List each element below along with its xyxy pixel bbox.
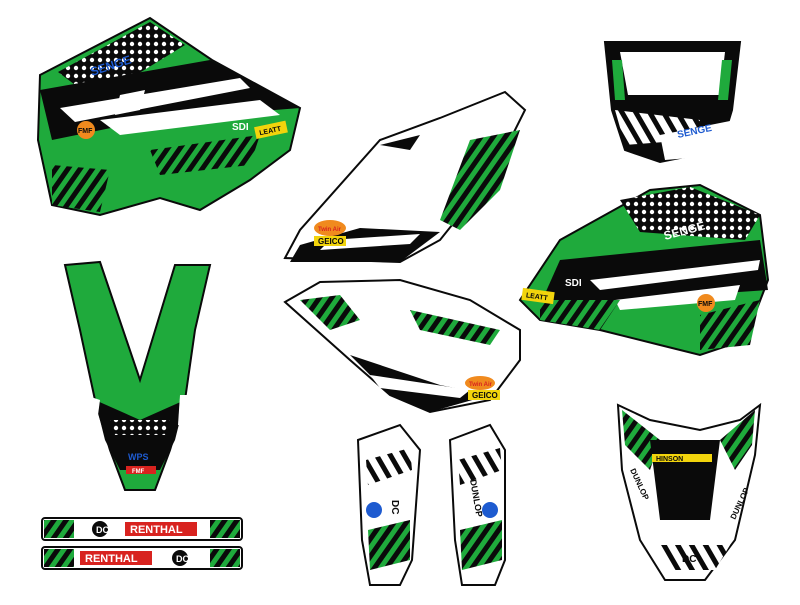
- svg-text:FMF: FMF: [78, 128, 93, 135]
- svg-text:DC: DC: [389, 500, 400, 514]
- svg-text:Twin Air: Twin Air: [318, 227, 342, 233]
- svg-text:GEICO: GEICO: [472, 391, 498, 400]
- front-number-plate: [603, 41, 742, 164]
- svg-text:FMF: FMF: [132, 469, 145, 475]
- svg-text:DC: DC: [96, 525, 109, 535]
- fmf-logo-fender: FMF: [126, 466, 156, 475]
- sdi-logo-left: SDI: [232, 122, 249, 133]
- wps-logo-fender: WPS: [128, 452, 149, 462]
- right-fork-guard: [448, 423, 506, 586]
- rear-fender: [616, 402, 762, 581]
- fmf-logo-left: FMF: [77, 121, 95, 139]
- svg-text:LEATT: LEATT: [259, 126, 283, 138]
- svg-text:GEICO: GEICO: [318, 237, 344, 246]
- front-fender: [63, 260, 212, 491]
- svg-text:Twin Air: Twin Air: [469, 382, 493, 388]
- leatt-logo-right: LEATT: [521, 287, 555, 305]
- left-radiator-shroud: [36, 16, 302, 217]
- twin-air-logo-right: Twin Air: [465, 376, 495, 390]
- dc-logo-fork-left: DC: [389, 500, 400, 514]
- svg-text:RENTHAL: RENTHAL: [130, 524, 183, 536]
- svg-text:WPS: WPS: [128, 452, 149, 462]
- right-side-panel: [283, 278, 521, 414]
- fmf-logo-right: FMF: [697, 294, 715, 312]
- svg-text:RENTHAL: RENTHAL: [85, 553, 138, 565]
- left-fork-guard: [356, 423, 422, 586]
- right-radiator-shroud: [518, 183, 770, 357]
- svg-text:SDI: SDI: [565, 278, 582, 289]
- dc-logo-rear: DC: [682, 554, 696, 565]
- twin-air-logo-left: Twin Air: [314, 220, 346, 236]
- swingarm-decal-bottom: RENTHAL DC: [41, 546, 243, 570]
- swingarm-decal-top: DC RENTHAL: [41, 517, 243, 541]
- svg-text:HINSON: HINSON: [656, 456, 683, 463]
- svg-text:DC: DC: [176, 554, 189, 564]
- geico-logo-right: GEICO: [468, 390, 500, 400]
- svg-text:FMF: FMF: [698, 301, 713, 308]
- sdi-logo-right: SDI: [565, 278, 582, 289]
- svg-text:DC: DC: [682, 554, 696, 565]
- hinson-logo-rear: HINSON: [656, 456, 683, 463]
- leatt-logo-left: LEATT: [254, 120, 288, 139]
- svg-text:SDI: SDI: [232, 122, 249, 133]
- geico-logo-left: GEICO: [314, 236, 346, 246]
- svg-text:LEATT: LEATT: [525, 292, 549, 302]
